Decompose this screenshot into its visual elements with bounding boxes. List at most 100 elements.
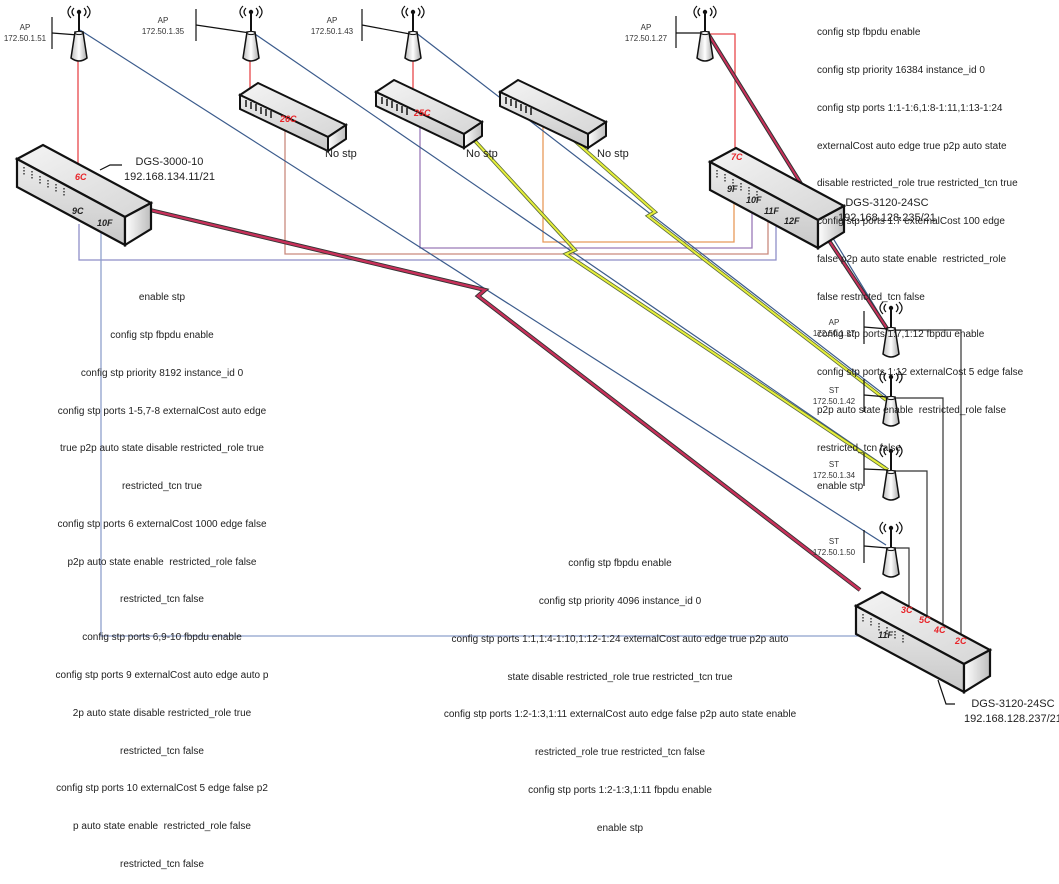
port-label: 9F [727, 184, 738, 194]
no-stp-note: No stp [466, 148, 498, 160]
config-line: enable stp [596, 822, 644, 834]
config-line: config stp ports 1:1,1:4-1:10,1:12-1:24 … [451, 633, 789, 645]
device-ip: 192.168.134.11/21 [124, 171, 215, 183]
config-line: config stp priority 16384 instance_id 0 [817, 64, 985, 76]
bridge-unmanaged3-station-fill [539, 109, 887, 401]
ap-label: AP 172.50.1.51 [2, 22, 48, 44]
station-icon-172-50-1-50 [879, 521, 903, 578]
ap-ip: 172.50.1.51 [3, 34, 47, 43]
ap-icon-172-50-1-35 [239, 5, 263, 62]
port-label: 7C [731, 152, 743, 162]
bridge-unmanaged2-station-fill [464, 129, 889, 471]
station-role: ST [828, 537, 840, 546]
ap-role: AP [326, 16, 338, 25]
station-label: ST 172.50.1.50 [808, 536, 860, 558]
link-unmanaged3-9F [542, 112, 735, 243]
ap-role: AP [19, 23, 31, 32]
port-label: 12F [784, 216, 800, 226]
device-ip: 192.168.128.235/21 [838, 212, 936, 224]
config-line: config stp fbpdu enable [568, 558, 672, 570]
port-label: 6C [75, 172, 87, 182]
port-label: 4C [933, 625, 946, 635]
ap-icon-172-50-1-51 [67, 5, 91, 62]
config-line: restricted_role true restricted_tcn fals… [534, 747, 706, 759]
label-brackets [51, 9, 955, 705]
station-ip: 172.50.1.42 [812, 397, 856, 406]
bridge-dgs3000-dgs3120-237-fill [149, 208, 861, 591]
config-line: config stp ports 10 externalCost 5 edge … [56, 783, 268, 795]
config-line: p2p auto state enable restricted_role fa… [67, 556, 257, 568]
device-model: DGS-3000-10 [135, 156, 204, 168]
link-ap27-dgs3120-235 [705, 33, 736, 150]
port-label: 11F [878, 630, 893, 640]
station-label: ST 172.50.1.42 [808, 385, 860, 407]
device-label-dgs3000: DGS-3000-10 192.168.134.11/21 [124, 155, 215, 185]
port-label: 10F [746, 195, 762, 205]
config-line: restricted_tcn false [120, 858, 204, 870]
station-ip: 172.50.1.27 [812, 329, 856, 338]
station-label: AP 172.50.1.27 [808, 317, 860, 339]
no-stp-note: No stp [597, 148, 629, 160]
wireless-bridges [149, 30, 890, 592]
link-9C-12F [78, 222, 777, 261]
config-line: 2p auto state disable restricted_role tr… [72, 707, 252, 719]
station-port-links [893, 329, 962, 640]
port-label: 2C [954, 636, 967, 646]
link-unmanaged2-11F [419, 112, 753, 249]
port-label: 9C [72, 206, 84, 216]
config-line: restricted_tcn false [817, 442, 901, 454]
device-label-dgs3120-235: DGS-3120-24SC 192.168.128.235/21 [838, 196, 936, 226]
ap-ip: 172.50.1.35 [141, 27, 185, 36]
station-role: ST [828, 460, 840, 469]
port-label: 11F [764, 206, 779, 216]
device-label-dgs3120-237: DGS-3120-24SC 192.168.128.237/21 [964, 697, 1059, 727]
ap-role: AP [640, 23, 652, 32]
station-ip: 172.50.1.50 [812, 548, 856, 557]
config-line: config stp fbpdu enable [817, 27, 921, 39]
station-role: ST [828, 386, 840, 395]
port-label: 3C [901, 605, 913, 615]
config-line: config stp ports 1:1-1:6,1:8-1:11,1:13-1… [817, 102, 1003, 114]
wireless-ap35-st34 [251, 31, 887, 468]
config-line: p2p auto state enable restricted_role fa… [817, 405, 1007, 416]
config-line: config stp ports 9 externalCost auto edg… [55, 670, 269, 681]
config-line: enable stp [817, 480, 864, 492]
device-model: DGS-3120-24SC [845, 197, 929, 209]
config-line: config stp ports 1:12 externalCost 5 edg… [817, 367, 1024, 379]
ap-label: AP 172.50.1.27 [621, 22, 671, 44]
ap-label: AP 172.50.1.43 [307, 15, 357, 37]
config-line: config stp ports 1:7,1:12 fbpdu enable [817, 329, 985, 341]
config-line: false restricted_tcn false [817, 291, 925, 303]
station-label: ST 172.50.1.34 [808, 459, 860, 481]
config-line: state disable restricted_role true restr… [507, 671, 733, 683]
config-line: true p2p auto state disable restricted_r… [59, 443, 264, 455]
ap-ip: 172.50.1.27 [624, 34, 668, 43]
config-line: config stp ports 1:2-1:3,1:11 fbpdu enab… [528, 784, 712, 796]
config-line: externalCost auto edge true p2p auto sta… [817, 140, 1007, 152]
config-line: config stp fbpdu enable [110, 329, 214, 341]
link-unmanaged1-12F [284, 118, 769, 255]
config-line: config stp ports 1-5,7-8 externalCost au… [57, 405, 267, 417]
config-line: config stp ports 6 externalCost 1000 edg… [57, 518, 267, 530]
port-label: 25C [413, 108, 431, 118]
port-label: 5C [919, 615, 931, 625]
config-line: config stp priority 8192 instance_id 0 [80, 367, 244, 379]
wired-links [77, 33, 872, 637]
ap-ip: 172.50.1.43 [310, 27, 354, 36]
port-label: 26C [279, 114, 297, 124]
config-dgs3120-235: config stp fbpdu enable config stp prior… [817, 2, 1023, 506]
config-line: restricted_tcn false [120, 594, 204, 606]
config-line: config stp priority 4096 instance_id 0 [538, 595, 702, 607]
port-label: 10F [97, 218, 113, 228]
config-line: restricted_tcn true [121, 481, 203, 493]
config-line: false p2p auto state enable restricted_r… [817, 253, 1007, 265]
config-dgs3120-237: config stp fbpdu enable config stp prior… [420, 533, 820, 848]
config-line: enable stp [138, 292, 186, 304]
no-stp-note: No stp [325, 148, 357, 160]
config-dgs3000: enable stp config stp fbpdu enable confi… [48, 267, 276, 884]
ap-label: AP 172.50.1.35 [138, 15, 188, 37]
config-line: config stp ports 1:2-1:3,1:11 externalCo… [443, 709, 797, 721]
unmanaged-switch-icon-3 [499, 79, 607, 149]
config-line: config stp ports 6,9-10 fbpdu enable [82, 632, 242, 644]
station-ip: 172.50.1.34 [812, 471, 856, 480]
